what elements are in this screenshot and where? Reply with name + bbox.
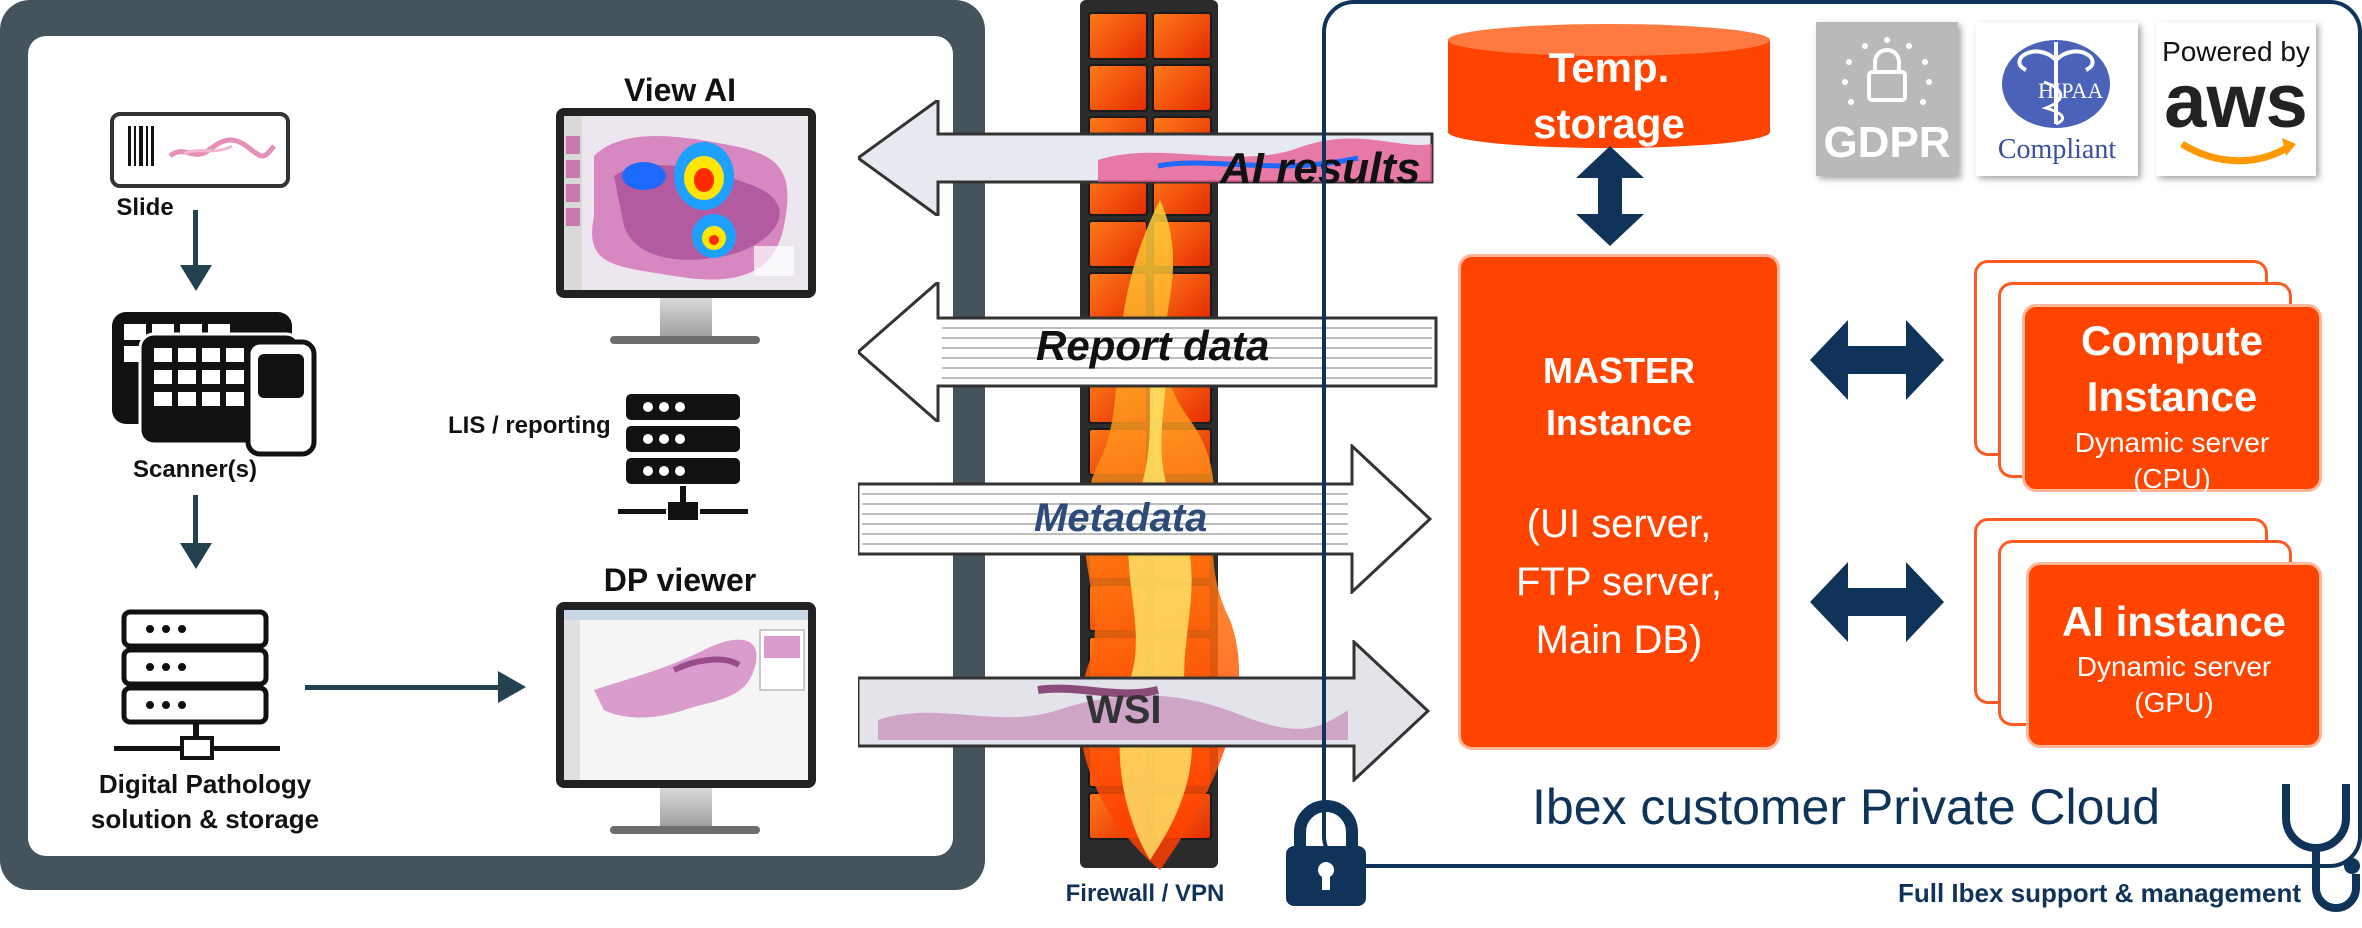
hipaa-badge: HIPAA Compliant	[1976, 22, 2138, 176]
view-ai-label: View AI	[623, 72, 737, 108]
down-arrow-icon	[180, 543, 212, 574]
gdpr-badge: GDPR	[1816, 22, 1958, 176]
dp-viewer-monitor	[556, 602, 816, 788]
slide-icon	[110, 112, 290, 188]
scanner-icon	[112, 312, 322, 462]
metadata-label: Metadata	[1034, 496, 1208, 540]
private-cloud-frame	[1322, 0, 2362, 868]
monitor-stand	[660, 788, 712, 830]
report-data-arrow	[855, 278, 1438, 427]
master-line1: (UI server,	[1526, 502, 1712, 546]
lis-label: LIS / reporting	[448, 412, 611, 439]
ai-results-arrow	[855, 97, 1434, 221]
ai-instance-box: AI instance Dynamic server (GPU)	[2026, 562, 2322, 748]
ai-sub-line1: Dynamic server	[2076, 651, 2272, 682]
master-line3: Main DB)	[1535, 618, 1703, 662]
hipaa-name: HIPAA	[2038, 78, 2104, 103]
dp-viewer-label: DP viewer	[603, 562, 757, 598]
compute-title-line1: Compute	[2081, 317, 2263, 364]
down-arrow-icon	[180, 265, 212, 296]
storage-label: Digital Pathology solution & storage	[60, 767, 350, 837]
storage-server-icon	[110, 608, 286, 773]
lock-icon	[1282, 800, 1370, 915]
flow-line	[305, 685, 505, 690]
compute-subtitle: Dynamic server (CPU)	[2025, 425, 2319, 497]
aws-smile-icon	[2180, 138, 2296, 165]
wsi-arrow	[856, 638, 1431, 787]
report-data-label: Report data	[1036, 322, 1270, 369]
storage-label-line1: Digital Pathology	[98, 769, 312, 799]
view-ai-monitor	[556, 108, 816, 298]
scanner-label: Scanner(s)	[132, 456, 258, 483]
aws-badge: Powered by aws	[2156, 22, 2316, 176]
temp-storage-label: Temp. storage	[1446, 40, 1772, 152]
compute-title-line2: Instance	[2086, 373, 2258, 420]
temp-storage-line1: Temp.	[1548, 44, 1670, 91]
lis-server-icon	[618, 390, 748, 535]
master-title-line1: MASTER	[1543, 350, 1695, 391]
vertical-double-arrow-icon	[1576, 146, 1644, 251]
private-cloud-caption: Ibex customer Private Cloud	[1532, 779, 2161, 835]
ai-sub-line2: (GPU)	[2134, 687, 2214, 718]
flow-line	[193, 495, 198, 545]
ai-results-label: AI results	[1220, 144, 1421, 193]
ai-instance-title: AI instance	[2061, 598, 2287, 645]
stethoscope-icon	[2272, 778, 2360, 928]
aws-logo-text: aws	[2164, 59, 2308, 144]
master-line2: FTP server,	[1516, 560, 1722, 604]
support-label: Full Ibex support & management	[1898, 878, 2302, 908]
temp-storage-cylinder	[1446, 22, 1772, 155]
metadata-arrow	[856, 442, 1433, 599]
storage-label-line2: solution & storage	[90, 804, 320, 834]
firewall-label: Firewall / VPN	[1065, 880, 1225, 907]
ai-instance-subtitle: Dynamic server (GPU)	[2029, 649, 2319, 721]
slide-label: Slide	[116, 194, 174, 221]
compute-sub-line2: (CPU)	[2133, 463, 2211, 494]
monitor-base	[610, 826, 760, 834]
right-arrow-icon	[498, 671, 526, 708]
horizontal-double-arrow-icon	[1810, 320, 1944, 405]
master-title: MASTER Instance	[1461, 345, 1777, 449]
gdpr-label: GDPR	[1823, 118, 1951, 167]
dp-viewer-screen	[564, 610, 808, 780]
horizontal-double-arrow-icon	[1810, 562, 1944, 647]
master-title-line2: Instance	[1545, 402, 1693, 443]
view-ai-screen	[564, 116, 808, 290]
compute-sub-line1: Dynamic server	[2074, 427, 2270, 458]
master-instance-box: MASTER Instance (UI server, FTP server, …	[1458, 254, 1780, 750]
master-description: (UI server, FTP server, Main DB)	[1461, 495, 1777, 669]
aws-powered-label: Powered by	[2162, 36, 2310, 67]
monitor-stand	[660, 298, 712, 340]
monitor-base	[610, 336, 760, 344]
compute-instance-box: Compute Instance Dynamic server (CPU)	[2022, 304, 2322, 494]
hipaa-sub: Compliant	[1997, 134, 2117, 165]
temp-storage-line2: storage	[1533, 100, 1685, 147]
flow-line	[193, 210, 198, 270]
wsi-label: WSI	[1086, 688, 1162, 732]
compute-title: Compute Instance	[2025, 313, 2319, 425]
caduceus-icon	[2002, 40, 2110, 128]
gdpr-lock-icon	[1842, 37, 1932, 105]
